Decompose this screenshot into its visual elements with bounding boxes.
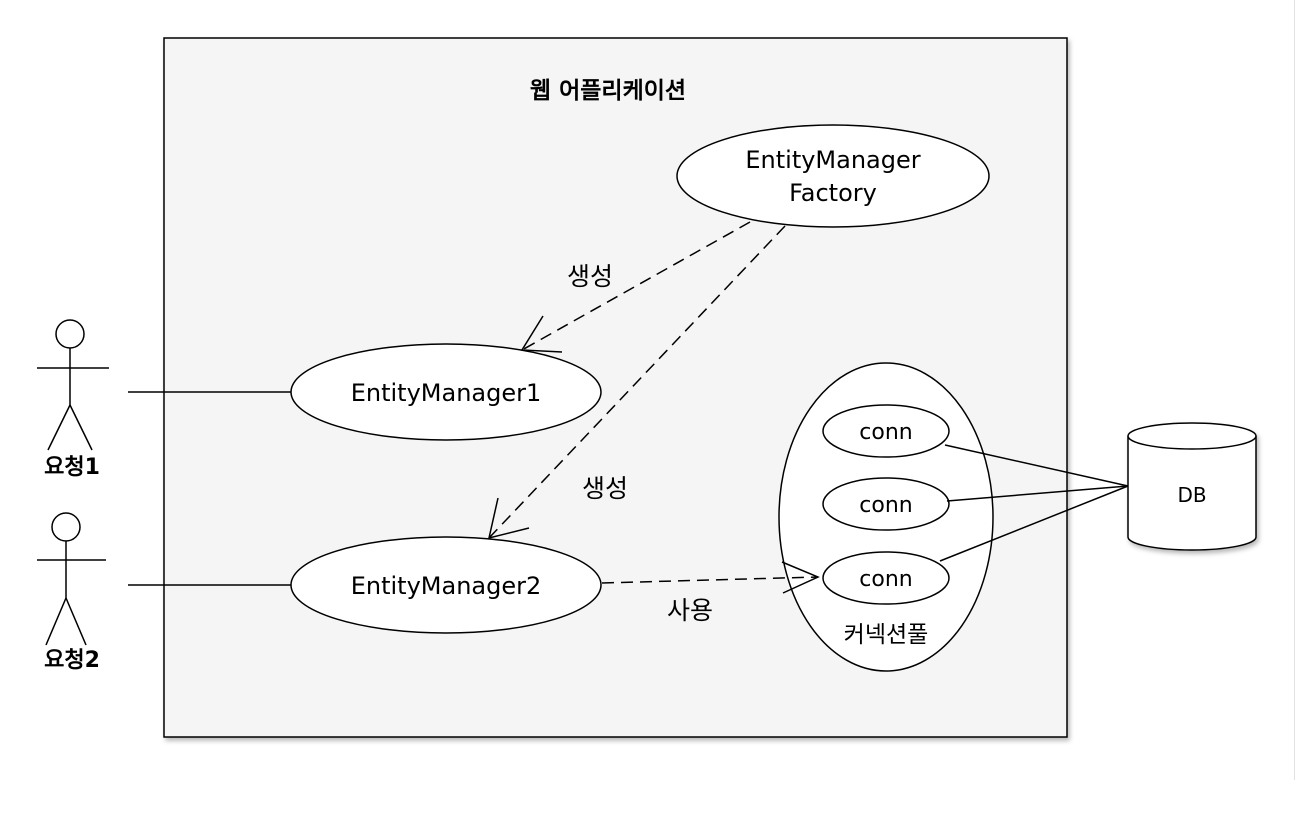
edge-create-em1 (520, 221, 751, 353)
database-label: DB (1177, 483, 1206, 507)
entity-manager-1-label: EntityManager1 (351, 379, 542, 407)
connection-node (822, 551, 950, 605)
entity-manager-2-node (290, 536, 602, 634)
actor-head-icon (55, 319, 85, 349)
web-application-title: 웹 어플리케이션 (530, 78, 686, 104)
entity-manager-1-node (290, 343, 602, 441)
edge-label-use: 사용 (667, 596, 713, 625)
actor-label-request-2: 요청2 (44, 648, 100, 673)
connection-label: conn (859, 420, 912, 445)
connection-label: conn (859, 567, 912, 592)
actor-head-icon (51, 512, 81, 542)
entity-manager-factory-label: EntityManager (745, 146, 920, 174)
actor-request-2 (37, 512, 106, 646)
database-node (1127, 422, 1257, 551)
page-divider (1294, 0, 1295, 780)
edge-use-connection (601, 561, 820, 594)
arrowhead-icon (520, 315, 563, 353)
actor-label-request-1: 요청1 (44, 455, 100, 480)
connection-label: conn (859, 493, 912, 518)
entity-manager-factory-label-line2: Factory (789, 179, 877, 207)
edge-label-create-1: 생성 (567, 262, 613, 291)
connection-pool-label: 커넥션풀 (844, 622, 929, 648)
edges-connection-db (939, 444, 1129, 562)
actor-request-1 (37, 319, 109, 451)
edge-create-em2 (488, 225, 786, 540)
edge-label-create-2: 생성 (582, 474, 628, 503)
arrowhead-icon (488, 497, 530, 540)
connection-node (822, 404, 950, 458)
entity-manager-factory-node (676, 124, 990, 228)
connection-node (822, 477, 950, 531)
arrowhead-icon (781, 561, 820, 594)
entity-manager-2-label: EntityManager2 (351, 572, 542, 600)
